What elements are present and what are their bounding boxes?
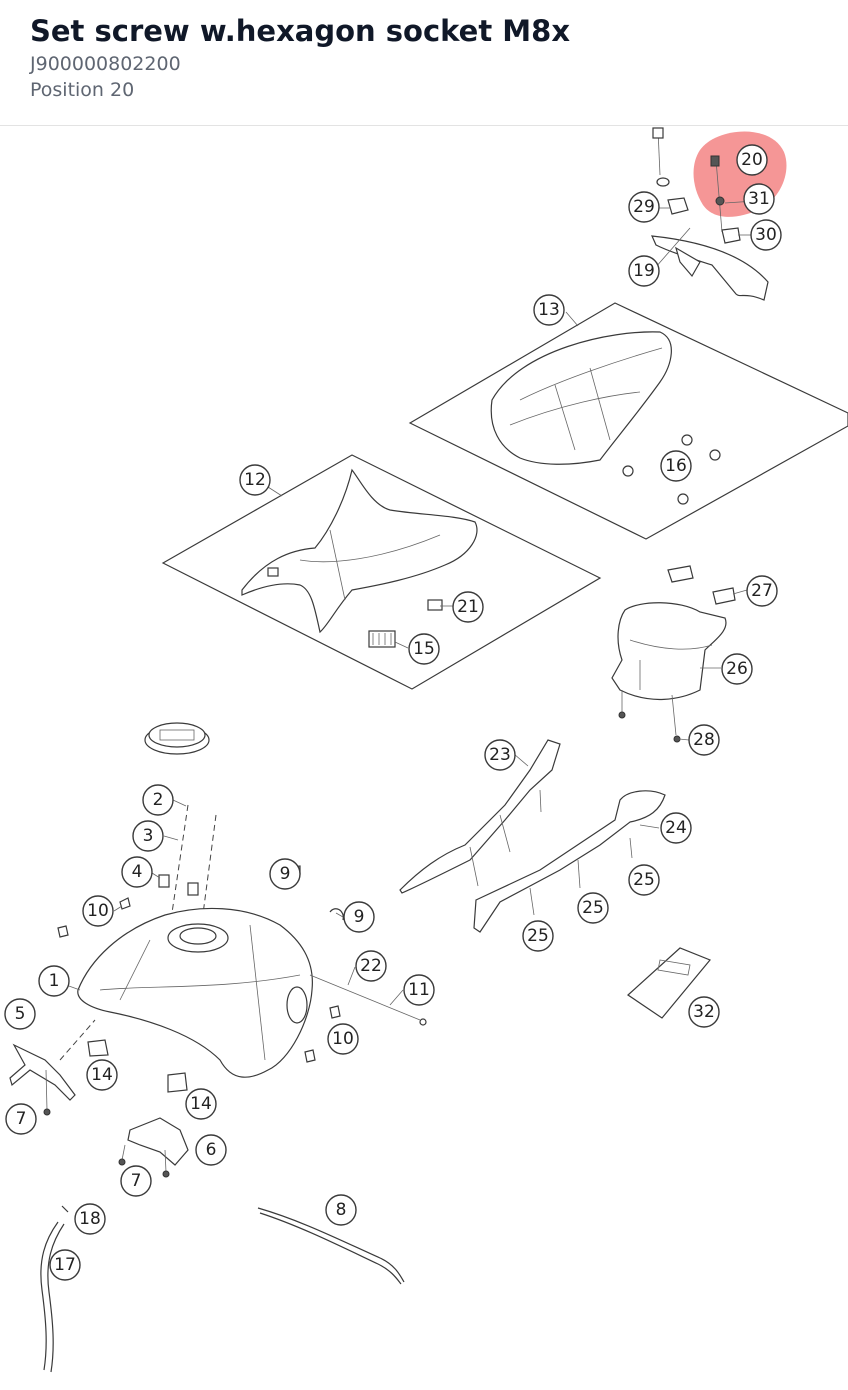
callout-26-label: 26	[726, 659, 748, 679]
rear-seat-group	[408, 302, 848, 540]
callout-11[interactable]: 11	[403, 974, 435, 1006]
callout-32[interactable]: 32	[688, 996, 720, 1028]
part-title: Set screw w.hexagon socket M8x	[30, 14, 571, 48]
callout-21[interactable]: 21	[452, 591, 484, 623]
callout-12-label: 12	[244, 470, 266, 490]
callout-32-label: 32	[693, 1002, 715, 1022]
bracket-group	[9, 1019, 189, 1178]
callout-26[interactable]: 26	[721, 653, 753, 685]
callout-29[interactable]: 29	[628, 191, 660, 223]
callout-6[interactable]: 6	[195, 1134, 227, 1166]
callout-1[interactable]: 1	[38, 965, 70, 997]
hose-group	[40, 1205, 69, 1373]
callout-25-a[interactable]: 25	[628, 864, 660, 896]
callout-24-label: 24	[665, 818, 687, 838]
callout-2[interactable]: 2	[142, 784, 174, 816]
callout-23-label: 23	[489, 745, 511, 765]
callout-4-label: 4	[132, 862, 143, 882]
tank-cap-group	[144, 722, 210, 755]
callout-31[interactable]: 31	[743, 183, 775, 215]
front-seat-group	[161, 454, 602, 690]
callout-25-b-label: 25	[582, 898, 604, 918]
callout-14-a[interactable]: 14	[86, 1059, 118, 1091]
callout-9-b-label: 9	[354, 907, 365, 927]
callout-16[interactable]: 16	[660, 450, 692, 482]
callout-31-label: 31	[748, 189, 770, 209]
callout-28-label: 28	[693, 730, 715, 750]
callout-17-label: 17	[54, 1255, 76, 1275]
callout-25-a-label: 25	[633, 870, 655, 890]
callout-27-label: 27	[751, 581, 773, 601]
callout-15-label: 15	[413, 639, 435, 659]
callout-11-label: 11	[408, 980, 430, 1000]
part-number: J900000802200	[30, 53, 181, 75]
callout-18-label: 18	[79, 1209, 101, 1229]
callout-13-label: 13	[538, 300, 560, 320]
callout-6-label: 6	[206, 1140, 217, 1160]
callout-8[interactable]: 8	[325, 1194, 357, 1226]
callout-30[interactable]: 30	[750, 219, 782, 251]
callout-9-b[interactable]: 9	[343, 901, 375, 933]
callout-2-label: 2	[153, 790, 164, 810]
callout-7-a[interactable]: 7	[5, 1103, 37, 1135]
callout-9-a-label: 9	[280, 864, 291, 884]
callout-21-label: 21	[457, 597, 479, 617]
callout-20[interactable]: 20	[736, 144, 768, 176]
part-position: Position 20	[30, 79, 135, 101]
callout-30-label: 30	[755, 225, 777, 245]
callout-10-a[interactable]: 10	[82, 895, 114, 927]
part-header: Set screw w.hexagon socket M8x J90000080…	[0, 0, 848, 126]
callout-5-label: 5	[15, 1004, 26, 1024]
callout-23[interactable]: 23	[484, 739, 516, 771]
callout-17[interactable]: 17	[49, 1249, 81, 1281]
callout-19-label: 19	[633, 261, 655, 281]
callout-29-label: 29	[633, 197, 655, 217]
callout-1-label: 1	[49, 971, 60, 991]
callout-13[interactable]: 13	[533, 294, 565, 326]
callout-7-b[interactable]: 7	[120, 1165, 152, 1197]
callout-16-label: 16	[665, 456, 687, 476]
callout-18[interactable]: 18	[74, 1203, 106, 1235]
callout-7-b-label: 7	[131, 1171, 142, 1191]
fuel-tank-group	[57, 804, 427, 1093]
callout-14-a-label: 14	[91, 1065, 113, 1085]
callout-5[interactable]: 5	[4, 998, 36, 1030]
callout-27[interactable]: 27	[746, 575, 778, 607]
callout-10-b[interactable]: 10	[327, 1023, 359, 1055]
tail-tray-group	[611, 565, 736, 743]
callout-24[interactable]: 24	[660, 812, 692, 844]
callout-10-b-label: 10	[332, 1029, 354, 1049]
callout-22[interactable]: 22	[355, 950, 387, 982]
callout-14-b-label: 14	[190, 1094, 212, 1114]
callout-15[interactable]: 15	[408, 633, 440, 665]
callout-25-c[interactable]: 25	[522, 920, 554, 952]
subframe-group	[399, 739, 666, 933]
callout-25-b[interactable]: 25	[577, 892, 609, 924]
callout-7-a-label: 7	[16, 1109, 27, 1129]
battery-cover-group	[627, 947, 711, 1019]
callout-25-c-label: 25	[527, 926, 549, 946]
callout-9-a[interactable]: 9	[269, 858, 301, 890]
callout-28[interactable]: 28	[688, 724, 720, 756]
callout-10-a-label: 10	[87, 901, 109, 921]
callout-4[interactable]: 4	[121, 856, 153, 888]
callout-19[interactable]: 19	[628, 255, 660, 287]
callout-20-label: 20	[741, 150, 763, 170]
callout-12[interactable]: 12	[239, 464, 271, 496]
exploded-parts-diagram: 20 31 29 30 19 13 16 12 21 15 27 26 28 2…	[4, 127, 848, 1373]
strap-group	[257, 1207, 405, 1285]
callout-8-label: 8	[336, 1200, 347, 1220]
callout-3[interactable]: 3	[132, 820, 164, 852]
callout-3-label: 3	[143, 826, 154, 846]
grab-handle-group	[651, 127, 769, 301]
callout-22-label: 22	[360, 956, 382, 976]
callout-14-b[interactable]: 14	[185, 1088, 217, 1120]
